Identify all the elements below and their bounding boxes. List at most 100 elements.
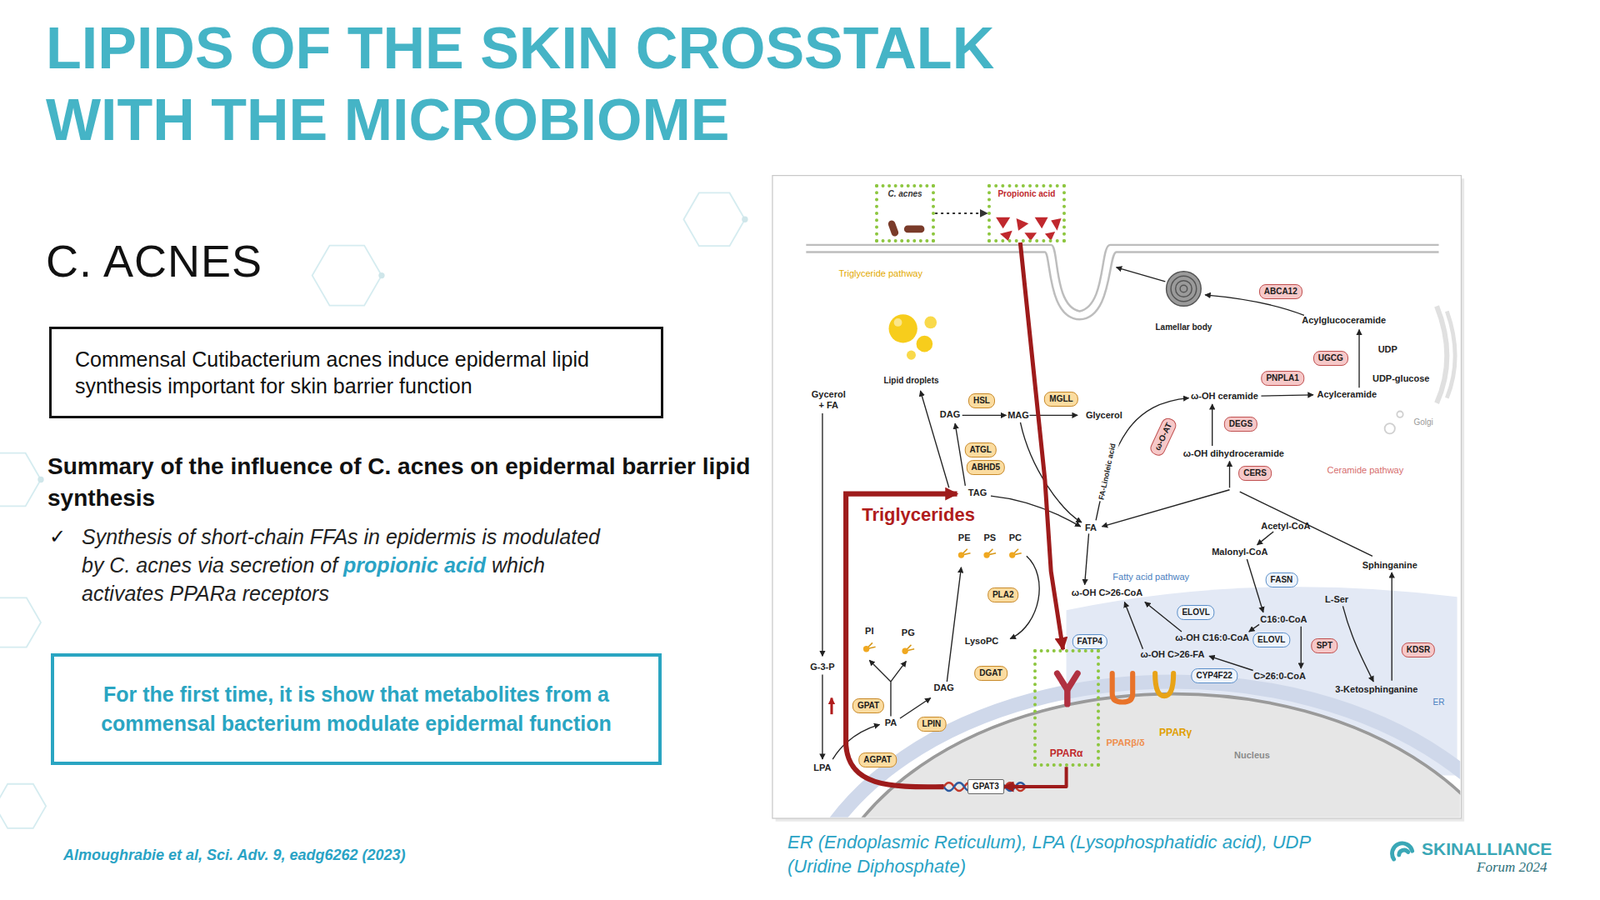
enzyme-pill: KDSR (1401, 642, 1435, 658)
enzyme-pill: HSL (968, 393, 995, 409)
metabolite: ω-OH C>26-CoA (1071, 587, 1143, 599)
receptor-symbols (1057, 673, 1175, 705)
lipid-symbols (958, 549, 971, 559)
highlight-text: propionic acid (343, 553, 486, 577)
metabolite: TAG (968, 487, 987, 499)
metabolite: ω-OH ceramide (1190, 390, 1259, 402)
node-text: PNPLA1 (1265, 373, 1299, 383)
hexagon-pattern (312, 245, 382, 306)
enzyme-pill: ATGL (964, 442, 996, 458)
node-text: SPT (1316, 640, 1333, 650)
receptor-name: PPARγ (1159, 727, 1192, 739)
metabolite: UDP (1378, 343, 1398, 355)
pathway-arrows (955, 423, 965, 486)
metabolite: PC (1009, 532, 1022, 544)
node-text: ω-O-AT (1152, 420, 1174, 452)
pathway-arrows (822, 267, 1392, 760)
node-text: CYP4F22 (1195, 670, 1232, 680)
metabolite: C16:0-CoA (1260, 614, 1307, 625)
enzyme-pill: PLA2 (987, 587, 1020, 603)
pathway-arrows (962, 415, 1007, 416)
logo-text: SKINALLIANCE (1421, 839, 1552, 860)
metabolite: C>26:0-CoA (1253, 670, 1306, 681)
bullet-paragraph: Synthesis of short-chain FFAs in epiderm… (81, 522, 615, 608)
pathway-arrows (1020, 422, 1081, 523)
metabolite: Acylglucoceramide (1301, 315, 1386, 326)
pathway-name: Triglyceride pathway (839, 268, 923, 280)
propionic-acid-icon (995, 217, 1010, 229)
dotted-highlight-box: C. acnes (875, 184, 935, 243)
bacteria-icon (887, 219, 925, 237)
pathway-arrows (890, 660, 906, 681)
section-heading: C. ACNES (45, 235, 263, 287)
metabolite: FA (1085, 522, 1097, 534)
pathway-arrows (1260, 395, 1313, 396)
node-text: ELOVL (1257, 635, 1285, 645)
cell-membrane (805, 245, 1439, 320)
pathway-arrows (1229, 460, 1230, 488)
lipid-symbols (863, 642, 876, 652)
enzyme-pill: FASN (1265, 572, 1299, 588)
lipid-droplets (889, 314, 938, 360)
pathway-arrows (1391, 572, 1393, 681)
receptor-symbols (1112, 673, 1133, 702)
pathway-arrows (821, 413, 823, 656)
node-text: ATGL (969, 445, 991, 455)
node-text: PPARα (1050, 747, 1084, 760)
bacteria-icon (887, 219, 900, 237)
pathway-arrows (821, 674, 823, 760)
cell-structures (794, 305, 1461, 817)
cell-structures (1446, 310, 1455, 398)
pathway-arrows (1358, 330, 1360, 389)
hexagon-pattern (0, 597, 41, 647)
connector-arrow (1020, 242, 1063, 650)
enzyme-pill: FATP4 (1072, 634, 1108, 650)
metabolite: DAG (933, 682, 954, 694)
metabolite: LPA (813, 761, 831, 773)
receptor-box: PPARα (1033, 649, 1100, 767)
metabolite: Malonyl-CoA (1211, 546, 1268, 558)
metabolite: PE (958, 532, 971, 544)
metabolite: PS (983, 532, 996, 544)
enzyme-pill: ELOVL (1252, 632, 1290, 648)
enzyme-pill: UGCG (1313, 350, 1349, 366)
cell-structures (1385, 423, 1395, 434)
enzyme-pill: GPAT (852, 698, 885, 714)
node-text: FATP4 (1077, 636, 1103, 646)
node-text: GPAT3 (972, 781, 1000, 791)
bacteria-icon (904, 225, 925, 234)
node-text: GPAT (857, 700, 880, 710)
logo-icon (1392, 843, 1413, 860)
hexagon-pattern (37, 476, 44, 483)
propionic-acid-icon (1050, 218, 1061, 231)
node-text: ABCA12 (1264, 286, 1298, 296)
pathway-arrows (920, 390, 949, 488)
enzyme-pill: CYP4F22 (1190, 668, 1237, 684)
lipid-symbols (983, 549, 996, 559)
organelle-name: ER (1433, 696, 1445, 708)
cell-structures (1396, 410, 1403, 417)
lipid-droplets (889, 314, 918, 343)
cell-membrane (805, 245, 1439, 312)
hexagon-pattern (378, 272, 385, 279)
node-text: DEGS (1229, 419, 1253, 429)
logo-icon (1399, 850, 1409, 855)
pathway-arrows (1240, 491, 1373, 556)
cell-membrane (805, 251, 1439, 320)
upregulation-arrows (830, 698, 833, 715)
pathway-arrows (1101, 490, 1230, 527)
node-text: Propionic acid (997, 189, 1055, 199)
node-text: CERS (1243, 468, 1267, 478)
citation: Almoughrabie et al, Sci. Adv. 9, eadg626… (63, 846, 406, 865)
node-text: ELOVL (1181, 607, 1210, 617)
lamellar-body (1180, 285, 1188, 293)
lamellar-body (1170, 275, 1197, 302)
figure-caption: ER (Endoplasmic Reticulum), LPA (Lysopho… (787, 830, 1371, 879)
pathway-arrows (1085, 533, 1090, 585)
cell-structures (1436, 305, 1447, 403)
check-mark: ✓ (49, 522, 66, 551)
pathway-arrows (1246, 559, 1264, 613)
enzyme-pill: CERS (1238, 465, 1272, 481)
